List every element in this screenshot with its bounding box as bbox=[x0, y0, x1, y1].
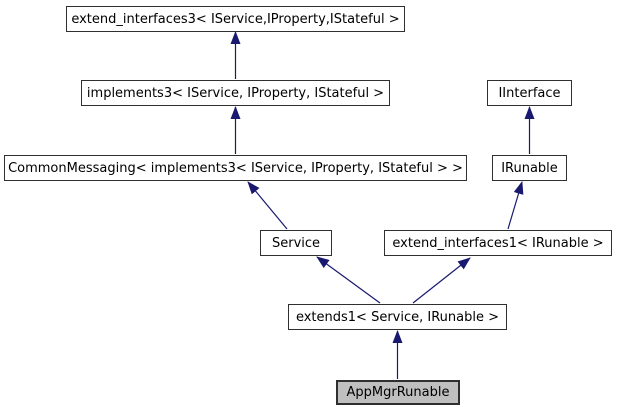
node-extend-interfaces3[interactable]: extend_interfaces3< IService,IProperty,I… bbox=[66, 6, 405, 32]
node-extends1[interactable]: extends1< Service, IRunable > bbox=[288, 304, 507, 330]
edge-service-to-commonmessaging bbox=[247, 181, 288, 230]
edge-extends1-to-extend-interfaces1 bbox=[412, 257, 471, 304]
node-appmgrrunable: AppMgrRunable bbox=[336, 380, 460, 405]
node-service[interactable]: Service bbox=[260, 230, 332, 256]
node-extend-interfaces1[interactable]: extend_interfaces1< IRunable > bbox=[384, 230, 612, 256]
node-iinterface[interactable]: IInterface bbox=[487, 80, 572, 106]
node-implements3[interactable]: implements3< IService, IProperty, IState… bbox=[81, 80, 390, 106]
edge-extends1-to-service bbox=[316, 256, 381, 304]
node-commonmessaging[interactable]: CommonMessaging< implements3< IService, … bbox=[4, 155, 467, 181]
node-irunable[interactable]: IRunable bbox=[492, 155, 567, 181]
edge-extend-interfaces1-to-irunable bbox=[507, 181, 524, 230]
